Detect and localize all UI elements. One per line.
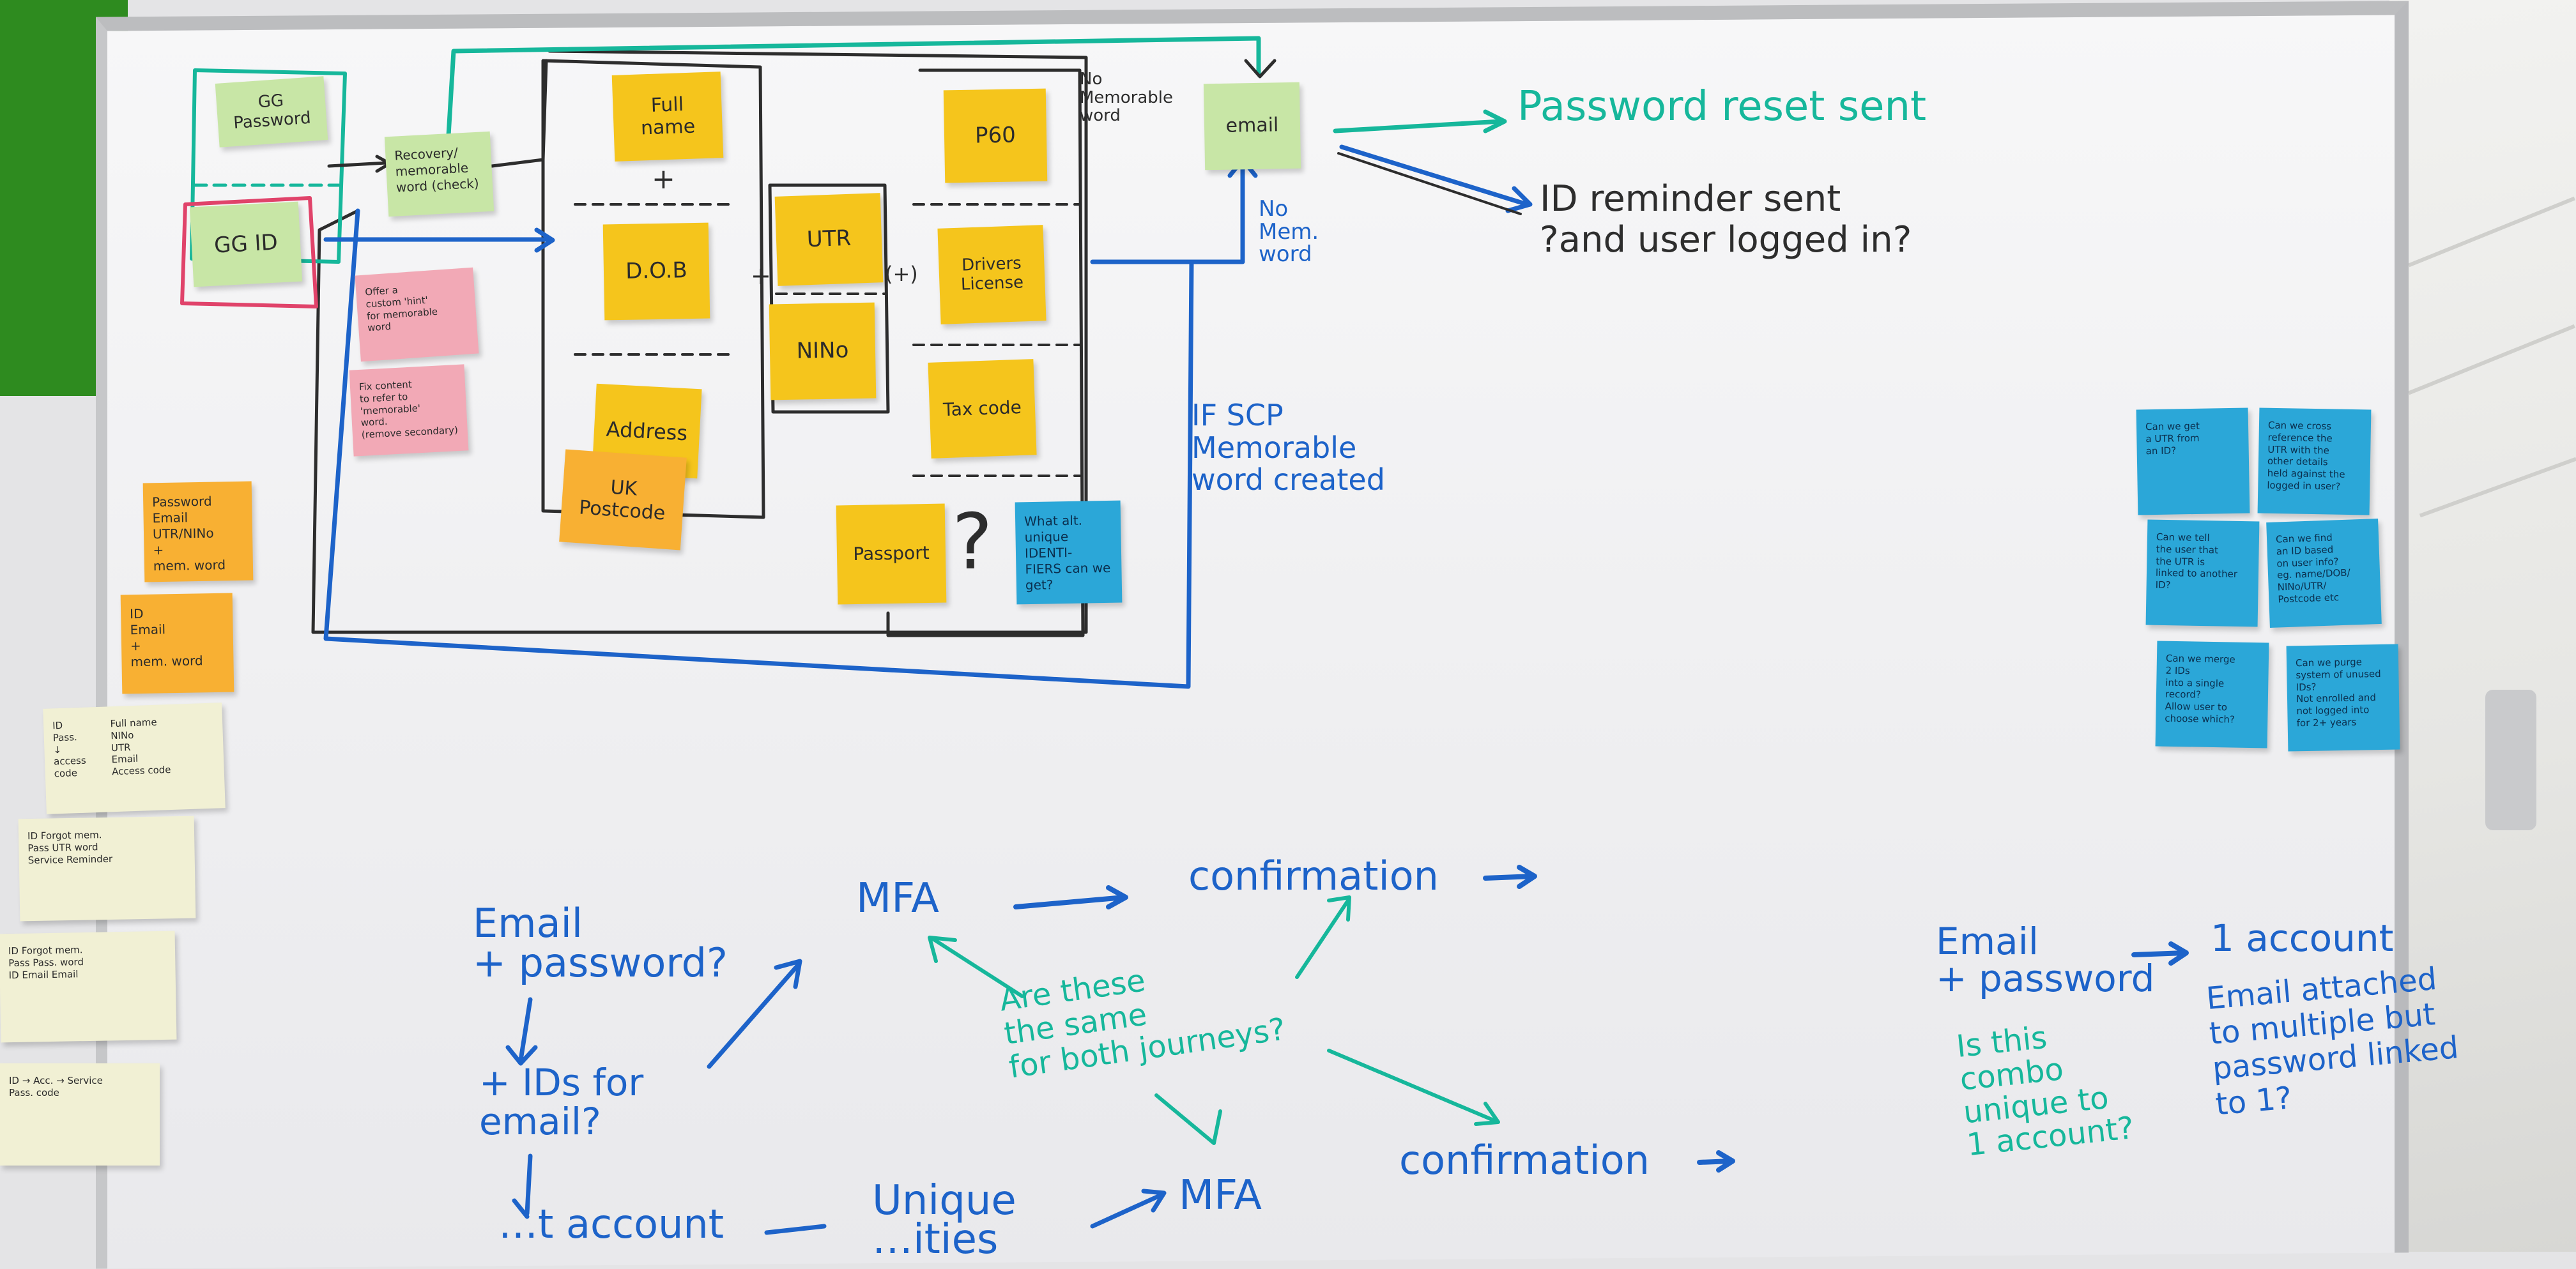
sticky-cream-1: ID Pass. ↓ access code Full name NINo UT… [43, 703, 226, 814]
cream-2-text: ID Forgot mem. Pass UTR word Service Rem… [27, 829, 113, 866]
p60-text: P60 [974, 122, 1016, 149]
orange-id-text: ID Email + mem. word [129, 605, 203, 670]
cream-3-text: ID Forgot mem. Pass Pass. word ID Email … [8, 944, 84, 981]
sticky-gg-id: GG ID [189, 201, 303, 287]
sticky-passport: Passport [836, 503, 947, 605]
ids-for-email-label: + IDs for email? [479, 1061, 644, 1143]
is-this-combo-label: Is this combo unique to 1 account? [1954, 1019, 2136, 1164]
sticky-full-name: Full name [611, 72, 724, 162]
if-scp-label: IF SCP Memorable word created [1192, 398, 1385, 498]
utr-text: UTR [806, 225, 852, 253]
one-account-label: 1 account [2211, 916, 2394, 960]
uk-postcode-text: UK Postcode [578, 476, 666, 525]
sticky-tax-code: Tax code [928, 359, 1037, 459]
id-reminder-sent: ID reminder sent ?and user logged in? [1540, 178, 1912, 261]
email-note-text: email [1225, 114, 1279, 137]
sticky-pink-fix: Fix content to refer to 'memorable' word… [349, 364, 469, 457]
what-alt-text: What alt. unique IDENTI- FIERS can we ge… [1023, 512, 1111, 593]
blue-question-text: Can we find an ID based on user info? eg… [2275, 531, 2350, 605]
sticky-blue-question: Can we get a UTR from an ID? [2136, 407, 2250, 515]
sticky-drivers-license: Drivers License [937, 225, 1046, 324]
sticky-orange-password-list: Password Email UTR/NINo + mem. word [142, 481, 254, 582]
no-memorable-word-label: No Memorable word [1080, 70, 1174, 126]
plus-sign-3: (+) [885, 262, 918, 286]
blue-question-text: Can we get a UTR from an ID? [2145, 420, 2200, 457]
confirmation-top: confirmation [1188, 853, 1439, 899]
gg-password-text: GG Password [233, 91, 312, 133]
sticky-nino: NINo [769, 302, 877, 400]
sticky-email: email [1203, 82, 1301, 171]
sticky-cream-2: ID Forgot mem. Pass UTR word Service Rem… [18, 816, 196, 922]
sticky-cream-4: ID → Acc. → Service Pass. code [0, 1063, 160, 1166]
pink-hint-text: Offer a custom 'hint' for memorable word [364, 284, 438, 334]
sticky-blue-question: Can we tell the user that the UTR is lin… [2145, 519, 2260, 627]
orange-pw-text: Password Email UTR/NINo + mem. word [151, 493, 226, 574]
blue-question-text: Can we merge 2 IDs into a single record?… [2165, 652, 2235, 726]
email-password-right: Email + password [1936, 920, 2155, 1000]
address-text: Address [605, 416, 689, 445]
sticky-orange-id-list: ID Email + mem. word [120, 593, 234, 694]
full-name-text: Full name [640, 93, 696, 139]
cream-4-text: ID → Acc. → Service Pass. code [9, 1075, 103, 1098]
sticky-blue-question: Can we merge 2 IDs into a single record?… [2155, 641, 2269, 748]
board-side-bracket [2485, 690, 2536, 830]
question-mark: ? [952, 498, 993, 587]
plus-sign-2: + [751, 262, 771, 290]
ceiling-tiles [2389, 0, 2576, 1252]
email-attached-label: Email attached to multiple but password … [2205, 961, 2460, 1122]
sticky-blue-question: Can we purge system of unused IDs? Not e… [2286, 644, 2400, 752]
cream-1-right-text: Full name NINo UTR Email Access code [110, 716, 171, 778]
sticky-blue-question: Can we find an ID based on user info? eg… [2266, 518, 2382, 628]
mfa-bottom: MFA [1179, 1172, 1262, 1219]
pink-fix-text: Fix content to refer to 'memorable' word… [358, 378, 459, 441]
blue-question-text: Can we cross reference the UTR with the … [2267, 419, 2345, 492]
plus-sign-1: + [652, 163, 675, 195]
sticky-cream-3: ID Forgot mem. Pass Pass. word ID Email … [0, 931, 177, 1043]
blue-question-text: Can we tell the user that the UTR is lin… [2155, 531, 2238, 591]
sticky-what-alt-identifiers: What alt. unique IDENTI- FIERS can we ge… [1015, 500, 1123, 605]
sticky-blue-question: Can we cross reference the UTR with the … [2257, 407, 2372, 515]
sticky-recovery: Recovery/ memorable word (check) [384, 131, 494, 217]
no-mem-word-label: No Mem. word [1259, 196, 1319, 268]
confirmation-bottom: confirmation [1399, 1137, 1650, 1183]
sticky-dob: D.O.B [602, 222, 710, 321]
tax-code-text: Tax code [942, 396, 1022, 421]
password-reset-sent: Password reset sent [1517, 83, 1927, 130]
sticky-utr: UTR [774, 193, 884, 286]
email-password-label: Email + password? [473, 900, 728, 986]
blue-question-text: Can we purge system of unused IDs? Not e… [2295, 656, 2381, 729]
recovery-text: Recovery/ memorable word (check) [394, 144, 480, 195]
drivers-license-text: Drivers License [960, 254, 1024, 294]
sticky-pink-hint: Offer a custom 'hint' for memorable word [355, 267, 479, 362]
sticky-gg-password: GG Password [215, 76, 328, 148]
mfa-top: MFA [856, 875, 939, 922]
unique-bottom: Unique …ities [872, 1177, 1016, 1263]
sticky-uk-postcode: UK Postcode [559, 449, 687, 551]
passport-text: Passport [853, 542, 930, 565]
cream-1-left-text: ID Pass. ↓ access code [52, 719, 86, 780]
gg-id-text: GG ID [213, 229, 279, 259]
account-bottom: …t account [498, 1201, 724, 1247]
dob-text: D.O.B [625, 257, 688, 285]
sticky-p60: P60 [943, 88, 1048, 183]
nino-text: NINo [796, 337, 849, 365]
